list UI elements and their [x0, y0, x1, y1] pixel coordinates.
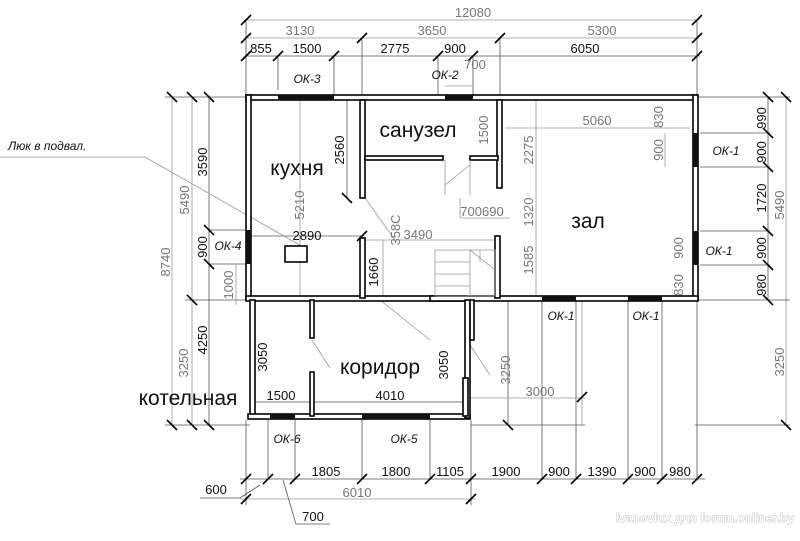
dim-left: 4250	[195, 326, 210, 355]
dim-interior: 3050	[255, 343, 270, 372]
dim-interior: 1660	[366, 258, 381, 287]
dim-interior: 830	[651, 106, 666, 128]
dim-top: 1500	[293, 41, 322, 56]
window-ok2	[445, 95, 473, 100]
dim-interior: 5210	[292, 191, 307, 220]
dim-top: 6050	[571, 41, 600, 56]
windows	[246, 95, 698, 419]
dim-bottom: 1900	[492, 464, 521, 479]
dim-right: 900	[754, 237, 769, 259]
window-ok5	[362, 414, 430, 419]
dim-top: 700	[464, 57, 486, 72]
dim-bottom: 600	[205, 482, 227, 497]
walls	[245, 94, 699, 420]
dim-left: 3250	[176, 349, 191, 378]
dim-bottom: 1105	[436, 464, 464, 479]
staircase	[434, 160, 496, 297]
window-ok1-right-top	[693, 133, 698, 167]
dim-right: 900	[754, 141, 769, 163]
dim-interior: 830	[671, 274, 686, 296]
dim-interior: 2890	[293, 228, 322, 243]
window-label-ok6: ОК-6	[273, 432, 300, 446]
dim-top: 900	[444, 41, 466, 56]
dim-total-width: 12080	[455, 5, 491, 20]
dim-right: 1720	[754, 184, 769, 213]
window-label-ok3: ОК-3	[293, 72, 320, 86]
dim-interior: 2275	[521, 136, 536, 165]
dim-interior: 1500	[267, 388, 296, 403]
dim-interior: 3000	[526, 384, 555, 399]
window-label-ok1-right-bottom: ОК-1	[705, 244, 732, 258]
room-label-corridor: коридор	[340, 356, 420, 379]
dim-bottom: 700	[302, 509, 324, 524]
dim-interior: 1585	[521, 246, 536, 275]
dim-right: 3250	[772, 348, 787, 377]
window-ok1-right-bottom	[693, 231, 698, 265]
dim-bottom: 1800	[382, 464, 411, 479]
dim-bottom: 980	[669, 464, 691, 479]
dim-bottom: 1390	[588, 464, 617, 479]
dim-bottom: 1805	[312, 464, 341, 479]
dim-top: 5300	[588, 23, 617, 38]
window-ok1-bottom-right	[628, 296, 662, 301]
dim-right: 980	[754, 274, 769, 296]
window-ok1-bottom-left	[542, 296, 576, 301]
basement-hatch-note: Люк в подвал.	[7, 139, 86, 153]
dim-bottom: 6010	[343, 485, 372, 500]
dim-interior: 4010	[376, 388, 405, 403]
window-label-ok1-bottom-left: ОК-1	[547, 309, 574, 323]
window-label-ok1-right-top: ОК-1	[712, 144, 739, 158]
dimension-lines	[0, 14, 792, 525]
window-ok4	[246, 230, 251, 264]
dim-interior: 900	[671, 237, 686, 259]
dim-interior: 700690	[460, 204, 503, 219]
dim-bottom: 900	[634, 464, 656, 479]
dim-interior: 3490	[404, 227, 433, 242]
dim-interior: 3250	[498, 356, 513, 385]
room-label-kitchen: кухня	[270, 157, 323, 180]
window-ok6	[270, 414, 295, 419]
dim-top: 3650	[418, 23, 447, 38]
dim-interior: 1500	[476, 116, 491, 145]
window-label-ok5: ОК-5	[390, 432, 417, 446]
dim-bottom: 900	[548, 464, 570, 479]
dim-interior: 1320	[521, 198, 536, 227]
window-label-ok2: ОК-2	[431, 68, 458, 82]
dim-left: 8740	[158, 248, 173, 277]
dim-interior: 2560	[332, 136, 347, 165]
dim-interior: 358С	[388, 214, 403, 245]
dim-interior: 3050	[436, 351, 451, 380]
watermark: ivanovlux для forum.onliner.by	[616, 511, 795, 525]
dim-interior: 900	[651, 139, 666, 161]
window-ok3	[278, 95, 334, 100]
dim-right: 5490	[772, 191, 787, 220]
dim-left: 5490	[177, 186, 192, 215]
window-label-ok4: ОК-4	[214, 239, 241, 253]
dim-interior: 5060	[583, 113, 612, 128]
window-label-ok1-bottom-right: ОК-1	[632, 309, 659, 323]
dim-left: 3590	[195, 148, 210, 177]
dim-top: 855	[250, 41, 272, 56]
dim-top: 3130	[286, 23, 315, 38]
room-label-hall: зал	[571, 210, 605, 233]
dim-top: 2775	[381, 41, 410, 56]
room-label-bathroom: санузел	[380, 119, 457, 142]
dim-left: 1000	[221, 271, 236, 300]
room-label-boiler-room: котельная	[139, 387, 238, 410]
dim-right: 990	[754, 107, 769, 129]
dim-left: 900	[195, 236, 210, 258]
